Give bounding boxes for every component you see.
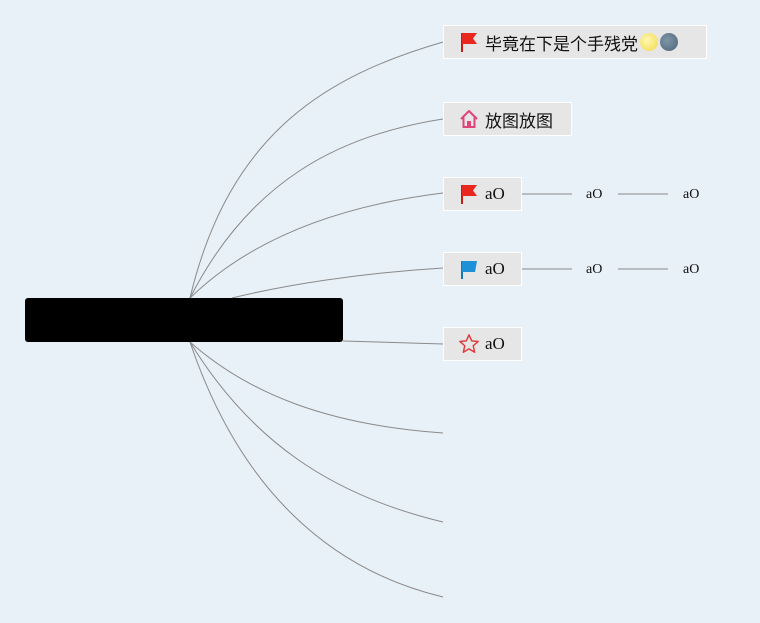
branch-topic-5[interactable]: aO xyxy=(443,327,522,361)
connector-branch-4 xyxy=(231,267,444,299)
star-outline-icon xyxy=(458,333,480,355)
branch-topic-2-label: 放图放图 xyxy=(485,111,553,132)
connector-branch-2 xyxy=(189,118,444,299)
red-flag-icon xyxy=(458,183,480,205)
subtopic-3-2[interactable]: aO xyxy=(683,187,700,202)
connector-empty-3 xyxy=(189,341,444,598)
subtopic-4-2[interactable]: aO xyxy=(683,262,700,277)
branch-topic-5-label: aO xyxy=(485,334,505,353)
sun-face-icon xyxy=(640,33,658,51)
connector-empty-1 xyxy=(189,341,444,434)
blue-flag-icon xyxy=(458,258,480,280)
connector-branch-3 xyxy=(189,192,444,299)
connector-branch-1 xyxy=(189,41,444,299)
branch-topic-3-label: aO xyxy=(485,184,505,203)
branch-topic-3[interactable]: aO xyxy=(443,177,522,211)
connector-empty-2 xyxy=(189,341,444,523)
branch-topic-1[interactable]: 毕竟在下是个手残党 xyxy=(443,25,707,59)
red-flag-icon xyxy=(458,31,480,53)
branch-topic-2[interactable]: 放图放图 xyxy=(443,102,572,136)
subtopic-4-1[interactable]: aO xyxy=(586,262,603,277)
branch-topic-4[interactable]: aO xyxy=(443,252,522,286)
house-icon xyxy=(458,108,480,130)
connector-branch-5 xyxy=(342,340,444,345)
new-moon-face-icon xyxy=(660,33,678,51)
branch-topic-4-label: aO xyxy=(485,259,505,278)
root-topic[interactable] xyxy=(25,298,343,342)
branch-topic-1-label: 毕竟在下是个手残党 xyxy=(485,34,638,55)
subtopic-3-1[interactable]: aO xyxy=(586,187,603,202)
